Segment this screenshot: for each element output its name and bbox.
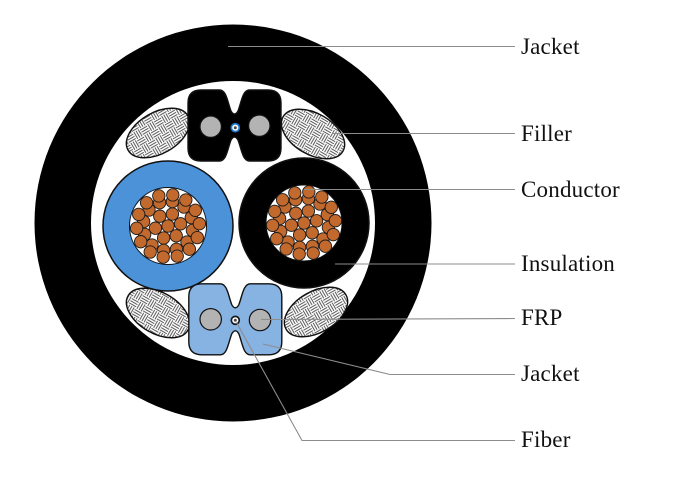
conductors-group: [102, 157, 370, 292]
copper-strand: [188, 203, 202, 217]
copper-strand: [139, 196, 154, 210]
label-jacket-drop: Jacket: [521, 361, 580, 386]
label-insulation: Insulation: [521, 251, 615, 276]
conductor-unit-1: [238, 157, 370, 289]
copper-strand: [192, 217, 207, 231]
frp-rod: [199, 115, 222, 138]
fillers-group: [125, 107, 349, 339]
copper-strand: [170, 249, 184, 263]
label-jacket: Jacket: [521, 34, 580, 59]
copper-strand: [152, 189, 166, 203]
leader-line-fiber: [236, 322, 515, 442]
copper-strand: [324, 200, 338, 214]
copper-strand: [305, 226, 319, 240]
copper-strand: [279, 242, 293, 256]
copper-strand: [270, 232, 284, 246]
label-fiber: Fiber: [521, 427, 571, 452]
copper-strand: [302, 185, 316, 199]
copper-strand: [166, 188, 180, 202]
copper-strand: [190, 230, 204, 245]
copper-strand: [284, 218, 299, 232]
fiber-core-dot: [233, 318, 237, 322]
copper-strand: [289, 206, 303, 220]
copper-strand: [156, 250, 170, 264]
label-filler: Filler: [521, 121, 573, 146]
filler-1: [280, 108, 346, 160]
drop-cable-bottom: [188, 283, 283, 356]
copper-strand: [275, 193, 290, 207]
conductor-unit-0: [102, 160, 234, 292]
leader-line-frp: [260, 317, 516, 321]
copper-strand: [306, 246, 320, 260]
copper-strand: [328, 214, 343, 228]
copper-strand: [132, 207, 146, 222]
copper-strand: [309, 214, 324, 228]
copper-strand: [265, 218, 280, 232]
copper-strand: [268, 204, 282, 219]
copper-strand: [153, 209, 167, 223]
copper-strand: [179, 193, 193, 207]
copper-strand: [165, 207, 180, 221]
frp-rod: [247, 114, 271, 137]
copper-strand: [297, 216, 311, 230]
leader-line-jacket: [262, 343, 515, 376]
copper-strand: [292, 247, 306, 261]
copper-strand: [148, 221, 163, 235]
filler-2: [125, 287, 191, 339]
label-frp: FRP: [521, 305, 563, 330]
copper-strand: [161, 219, 175, 233]
copper-strand: [292, 228, 307, 242]
copper-strand: [143, 245, 157, 259]
copper-strand: [288, 186, 302, 200]
copper-strand: [129, 221, 144, 235]
copper-strand: [182, 242, 197, 256]
copper-strand: [315, 190, 329, 204]
copper-strand: [301, 204, 316, 218]
copper-strand: [169, 229, 183, 243]
filler-3: [283, 286, 349, 338]
copper-strand: [326, 227, 340, 242]
leader-lines-group: [228, 45, 516, 442]
drop-cables-group: [187, 89, 283, 356]
copper-strand: [134, 235, 148, 249]
fiber-core-dot: [233, 126, 237, 130]
drop-cable-top: [187, 89, 282, 162]
copper-strand: [173, 217, 188, 231]
copper-strand: [318, 239, 333, 253]
frp-rod: [199, 307, 222, 331]
copper-strand: [156, 231, 171, 245]
label-conductor: Conductor: [521, 177, 620, 202]
